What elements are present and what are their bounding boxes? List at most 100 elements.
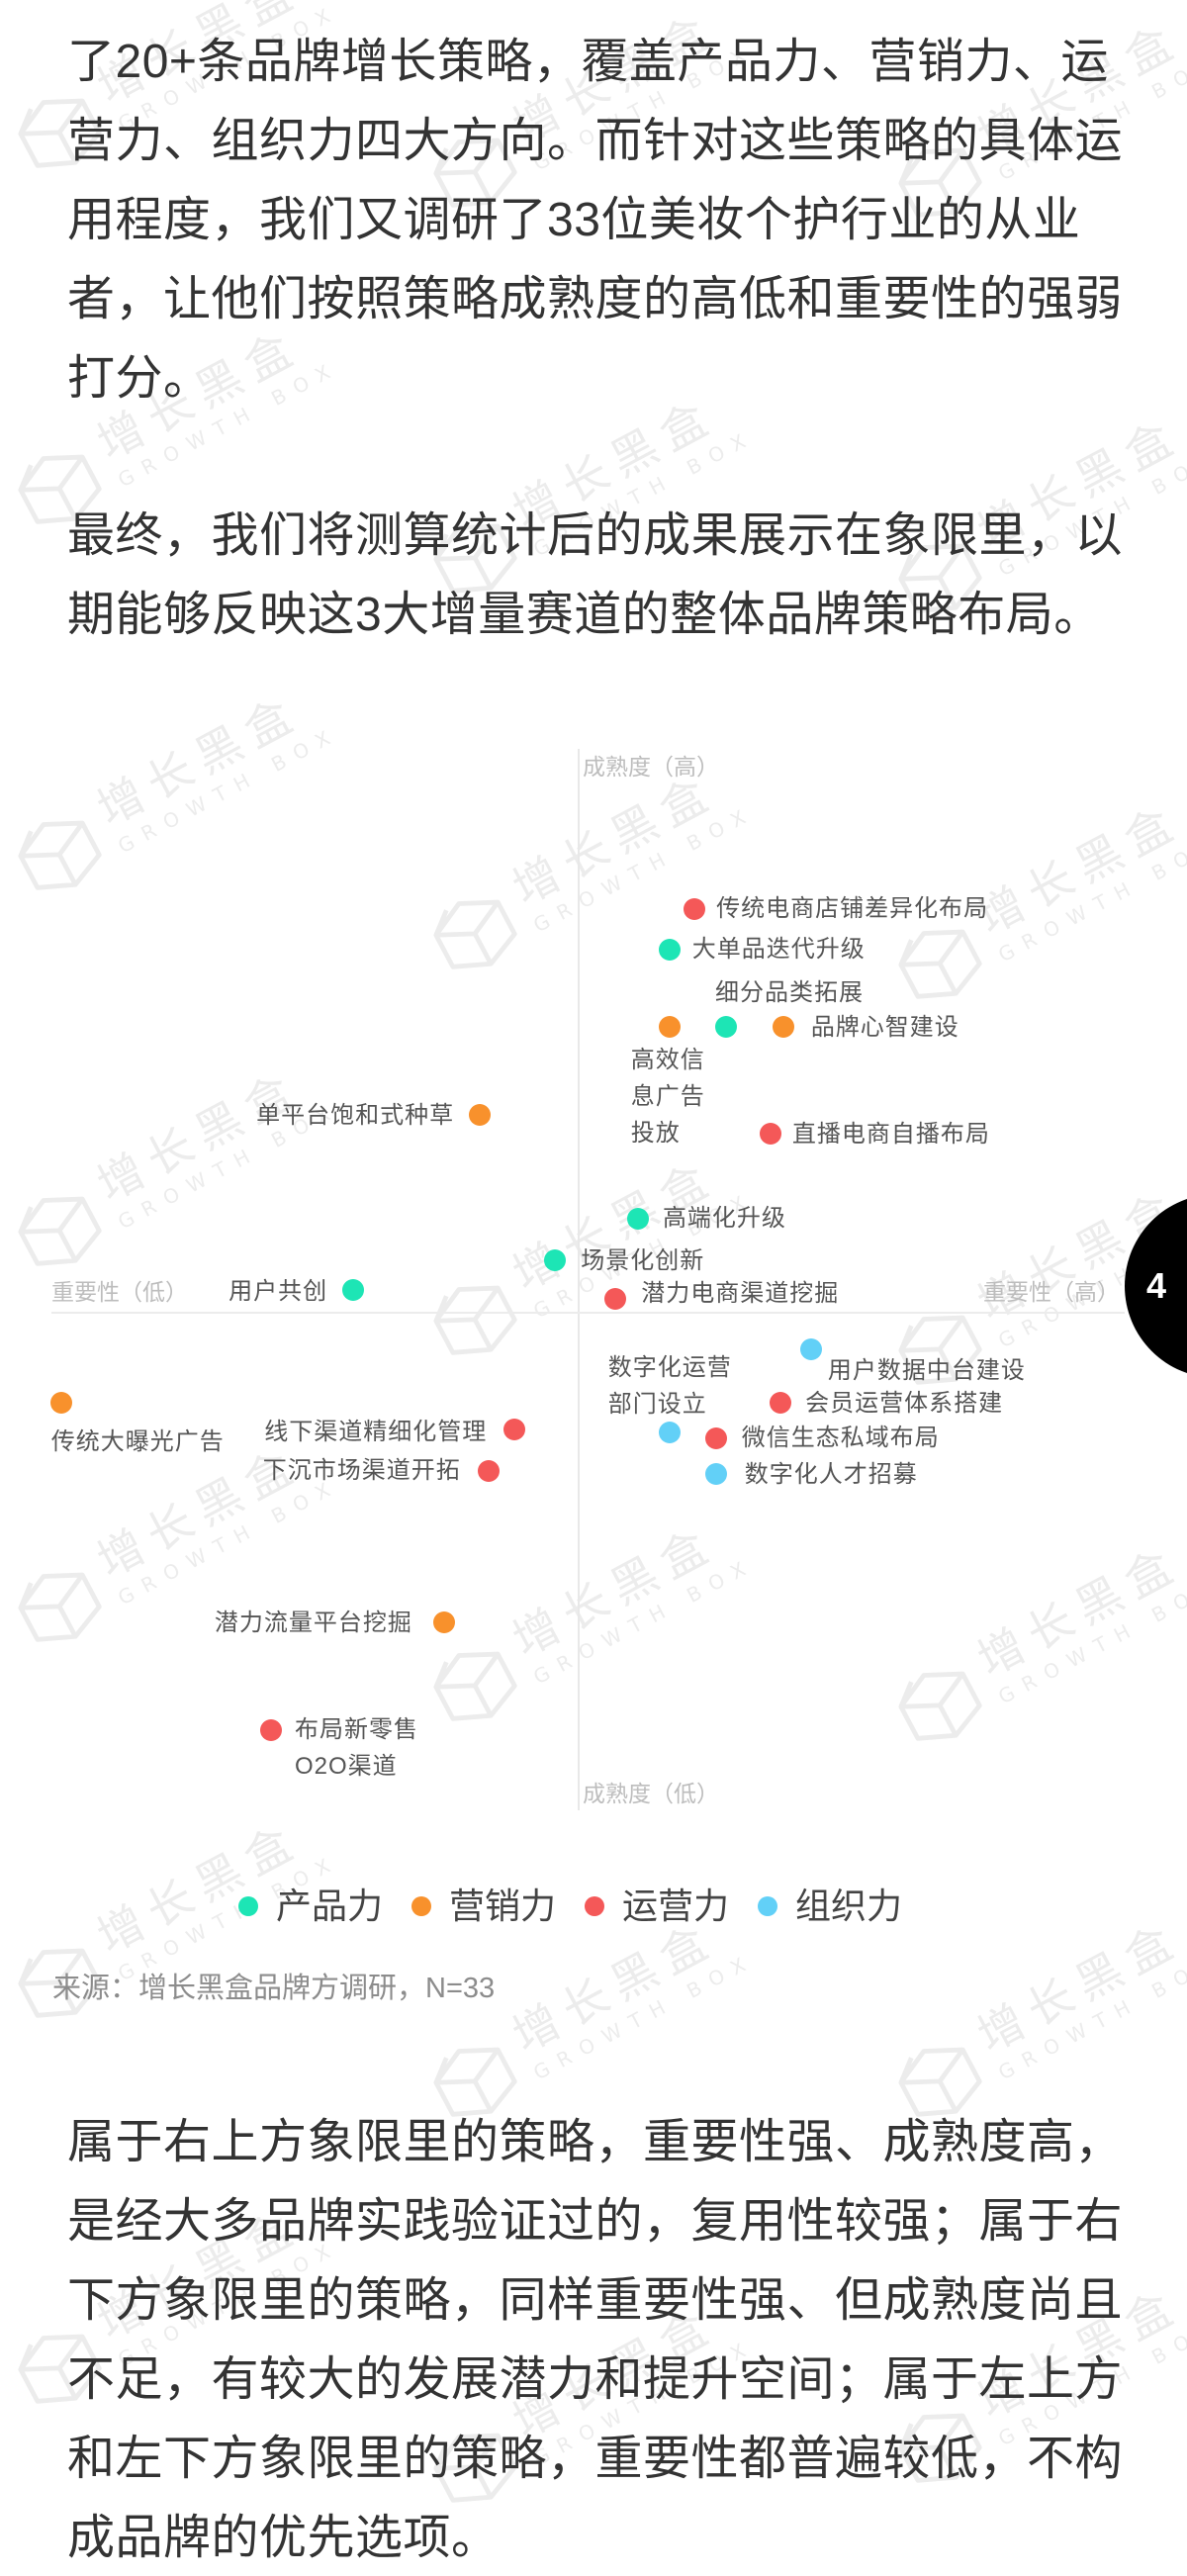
- data-point-marker-icon: [658, 1421, 681, 1443]
- data-point-marker-icon: [503, 1419, 526, 1441]
- data-point-label-line: 数字化运营: [607, 1354, 732, 1382]
- data-point-marker-icon: [626, 1207, 649, 1230]
- data-point-label: 传统电商店铺差异化布局: [716, 890, 988, 927]
- data-point-label: 高效信息广告投放: [631, 1042, 705, 1151]
- legend-dot-icon: [411, 1896, 432, 1916]
- data-point-label: 大单品迭代升级: [692, 931, 866, 967]
- legend-item-organization: 组织力: [758, 1882, 902, 1931]
- legend-label: 营销力: [449, 1886, 557, 1926]
- data-point-label: 单平台饱和式种草: [256, 1097, 454, 1134]
- data-point-label: 用户数据中台建设: [828, 1352, 1026, 1389]
- data-point-marker-icon: [49, 1392, 72, 1415]
- data-point-label-line: 布局新零售: [294, 1716, 418, 1744]
- data-point-marker-icon: [342, 1278, 365, 1301]
- data-point-marker-icon: [658, 1016, 681, 1039]
- paragraph-analysis: 属于右上方象限里的策略，重要性强、成熟度高， 是经大多品牌实践验证过的，复用性较…: [67, 2103, 1123, 2576]
- text-line: 和左下方象限里的策略，重要性都普遍较低，不构: [67, 2433, 1124, 2485]
- data-point-label-line: 直播电商自播布局: [791, 1120, 990, 1148]
- data-point-label: 布局新零售 O2O渠道: [295, 1711, 418, 1785]
- legend-dot-icon: [585, 1896, 605, 1916]
- data-point-marker-icon: [604, 1287, 627, 1310]
- data-point-label-line: 潜力流量平台挖掘: [214, 1609, 412, 1636]
- data-point-marker-icon: [684, 897, 706, 920]
- data-point-marker-icon: [799, 1338, 822, 1361]
- chart-source-note: 来源：增长黑盒品牌方调研，N=33: [52, 1973, 496, 2004]
- data-point-label: 直播电商自播布局: [792, 1116, 990, 1152]
- data-point-label: 下沉市场渠道开拓: [263, 1452, 461, 1489]
- data-point-marker-icon: [259, 1718, 282, 1741]
- data-point-label: 高端化升级: [663, 1200, 786, 1237]
- page-number: 4: [1146, 1265, 1167, 1306]
- legend-item-product: 产品力: [238, 1882, 383, 1931]
- data-point-label-line: 线下渠道精细化管理: [264, 1418, 488, 1445]
- data-point-label: 数字化人才招募: [745, 1456, 918, 1493]
- data-point-label: 场景化创新: [581, 1242, 704, 1279]
- data-point-label-line: 投放: [630, 1119, 681, 1147]
- text-line: 不足，有较大的发展潜力和提升空间；属于左上方: [67, 2353, 1124, 2406]
- data-point-label: 潜力电商渠道挖掘: [641, 1275, 839, 1312]
- text-line: 者，让他们按照策略成熟度的高低和重要性的强弱: [67, 273, 1124, 325]
- data-point-label-line: 品牌心智建设: [810, 1013, 959, 1041]
- legend-dot-icon: [758, 1896, 778, 1916]
- data-point-marker-icon: [432, 1611, 455, 1634]
- data-point-label-line: 单平台饱和式种草: [256, 1101, 455, 1129]
- data-point-marker-icon: [715, 1016, 738, 1039]
- data-point-label-line: 微信生态私域布局: [741, 1425, 940, 1452]
- text-line: 是经大多品牌实践验证过的，复用性较强；属于右: [67, 2195, 1124, 2248]
- axis-label-maturity-high: 成熟度（高）: [583, 754, 719, 780]
- maturity-axis-line: [578, 749, 580, 1810]
- chart-legend: 产品力 营销力 运营力 组织力: [238, 1882, 931, 1931]
- data-point-marker-icon: [469, 1104, 492, 1127]
- data-point-label-line: 细分品类拓展: [715, 978, 865, 1006]
- data-point-label-line: 用户共创: [228, 1278, 328, 1306]
- data-point-label: 线下渠道精细化管理: [264, 1414, 487, 1450]
- text-line: 了20+条品牌增长策略，覆盖产品力、营销力、运: [67, 36, 1109, 88]
- data-point-label-line: 传统电商店铺差异化布局: [716, 895, 989, 923]
- data-point-label: 数字化运营部门设立: [608, 1349, 732, 1423]
- data-point-label-line: O2O渠道: [294, 1753, 398, 1781]
- data-point-label-line: 场景化创新: [581, 1246, 705, 1274]
- data-point-label: 会员运营体系搭建: [805, 1385, 1003, 1422]
- importance-axis-line: [51, 1312, 1125, 1314]
- data-point-label-line: 传统大曝光广告: [50, 1427, 225, 1455]
- text-line: 成品牌的优先选项。: [67, 2512, 500, 2564]
- data-point-label-line: 数字化人才招募: [744, 1460, 918, 1488]
- legend-item-marketing: 营销力: [411, 1882, 556, 1931]
- legend-label: 运营力: [622, 1886, 730, 1926]
- data-point-label-line: 用户数据中台建设: [827, 1356, 1026, 1384]
- data-point-label-line: 高效信: [630, 1046, 705, 1073]
- text-line: 属于右上方象限里的策略，重要性强、成熟度高，: [67, 2116, 1124, 2168]
- data-point-label-line: 部门设立: [607, 1391, 707, 1419]
- data-point-marker-icon: [759, 1123, 781, 1146]
- data-point-label-line: 大单品迭代升级: [691, 936, 866, 964]
- legend-item-operations: 运营力: [585, 1882, 729, 1931]
- axis-label-importance-high: 重要性（高）: [983, 1279, 1120, 1305]
- data-point-label-line: 下沉市场渠道开拓: [262, 1457, 461, 1485]
- data-point-marker-icon: [704, 1426, 727, 1449]
- data-point-label: 传统大曝光广告: [51, 1424, 225, 1460]
- data-point-marker-icon: [704, 1463, 727, 1486]
- text-line: 下方象限里的策略，同样重要性强、但成熟度尚且: [67, 2274, 1124, 2327]
- data-point-label: 细分品类拓展: [715, 974, 864, 1011]
- data-point-label-line: 高端化升级: [662, 1205, 786, 1233]
- data-point-label: 用户共创: [228, 1273, 327, 1310]
- data-point-label: 潜力流量平台挖掘: [215, 1605, 412, 1641]
- legend-label: 产品力: [276, 1886, 384, 1926]
- data-point-label: 微信生态私域布局: [742, 1420, 940, 1456]
- data-point-label-line: 潜力电商渠道挖掘: [641, 1280, 840, 1308]
- legend-label: 组织力: [795, 1886, 903, 1926]
- data-point-marker-icon: [477, 1459, 500, 1482]
- legend-dot-icon: [238, 1896, 258, 1916]
- data-point-marker-icon: [544, 1249, 567, 1272]
- axis-label-maturity-low: 成熟度（低）: [583, 1781, 719, 1806]
- text-line: 打分。: [67, 352, 212, 405]
- data-point-marker-icon: [770, 1392, 792, 1415]
- paragraph-intro: 了20+条品牌增长策略，覆盖产品力、营销力、运 营力、组织力四大方向。而针对这些…: [67, 23, 1123, 418]
- data-point-marker-icon: [658, 938, 681, 961]
- data-point-label-line: 会员运营体系搭建: [805, 1389, 1004, 1417]
- data-point-label: 品牌心智建设: [811, 1009, 959, 1046]
- data-point-label-line: 息广告: [630, 1082, 705, 1110]
- axis-label-importance-low: 重要性（低）: [51, 1279, 188, 1305]
